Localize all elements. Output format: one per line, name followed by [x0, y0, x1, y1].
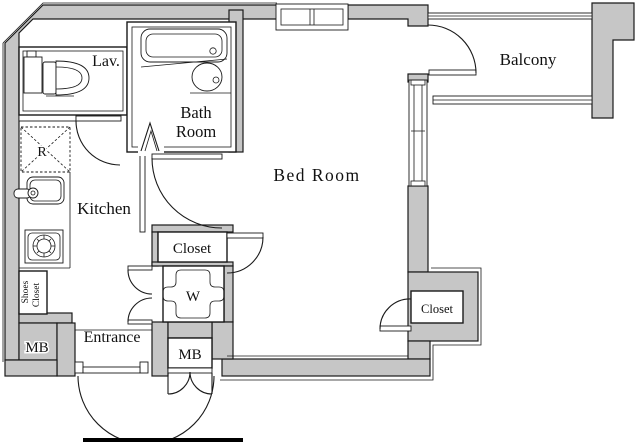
meter-box: MB [167, 337, 213, 395]
washer-pan-icon [162, 269, 225, 319]
shoes-closet-box [18, 270, 48, 315]
bedroom-top-window [275, 3, 349, 31]
wall-lav-south [18, 114, 77, 122]
wall-mb-left-strip [151, 321, 169, 377]
mb-left-label: MB [25, 340, 48, 356]
closet-right-label: Closet [421, 302, 453, 316]
lav-door-swing-arc [75, 120, 121, 166]
bedroom-door-swing-arc [151, 157, 223, 229]
refrigerator-label: R [37, 145, 47, 160]
shoes-closet-label-1: Shoes [21, 280, 31, 303]
closet-right: Closet [379, 290, 464, 332]
lavatory-room: Lav. [18, 46, 128, 116]
meter-box-outline [167, 337, 213, 369]
bedroom-door [151, 153, 223, 229]
wall-washer-east [223, 265, 234, 323]
shoes-closet-label-2: Closet [32, 283, 42, 308]
wall-balcony-right [591, 2, 635, 119]
kitchen-label: Kitchen [77, 199, 131, 218]
entrance: Entrance MB [24, 329, 215, 442]
balcony-door-swing-arc [427, 24, 477, 74]
bedroom-side-window [408, 79, 428, 187]
wall-above-mb [167, 321, 213, 339]
closet-right-box [410, 290, 464, 324]
wall-mb-right-strip [211, 321, 234, 360]
shoes-closet: Shoes Closet [18, 270, 48, 315]
refrigerator-space-icon: R [20, 126, 71, 173]
wall-bedroom-bottom [221, 358, 431, 377]
bath-folding-door-icon [140, 121, 160, 152]
image-bottom-edge [83, 438, 243, 442]
closet-right-door-leaf [379, 325, 412, 332]
washer-label: W [186, 289, 201, 305]
bath-door-gap [138, 146, 164, 156]
entrance-step-line [74, 329, 152, 362]
toilet-icon [23, 50, 90, 97]
wall-bottom-right-step [407, 340, 431, 360]
washer-space: W [127, 265, 225, 325]
kitchen-counter-edge [19, 172, 71, 269]
wall-closet-left [151, 231, 159, 267]
entrance-frame-left [74, 361, 84, 374]
wall-entrance-left [56, 322, 76, 377]
lav-door [75, 115, 122, 166]
entrance-label: Entrance [84, 329, 141, 346]
closet-middle-label: Closet [173, 241, 212, 257]
wall-top-right [347, 4, 429, 27]
wall-kitchen-hall [139, 151, 146, 233]
lav-room-inner-line [22, 50, 124, 112]
wall-bedroom-right [407, 185, 429, 273]
bathtub-icon [140, 28, 228, 68]
bath-label-2: Room [176, 122, 217, 141]
lav-label: Lav. [92, 53, 120, 70]
entrance-sill [82, 366, 141, 374]
wall-bottom-left-cap [4, 359, 58, 377]
washbasin-icon [190, 62, 231, 94]
balcony-label: Balcony [500, 50, 557, 69]
bath-label-1: Bath [180, 103, 212, 122]
stove-icon [24, 229, 64, 264]
balcony-door-leaf [428, 69, 477, 76]
entrance-frame-right [139, 361, 149, 374]
closet-middle-door-leaf [226, 232, 264, 239]
closet-middle-door-swing-arc [226, 236, 264, 274]
kitchen: R Kitchen [13, 115, 131, 269]
bedroom-label: Bed Room [273, 165, 360, 185]
exterior-outline-lines [2, 2, 482, 381]
bath-room-inner-line [131, 26, 232, 148]
outline-top-left [2, 2, 277, 44]
balcony: Balcony [427, 12, 593, 105]
bath-room: Bath Room [126, 21, 237, 156]
lav-door-leaf [75, 115, 122, 122]
closet-middle-box [157, 231, 228, 263]
bedroom: Bed Room [151, 153, 408, 357]
meter-box-double-doors [167, 371, 213, 395]
closet-right-door-swing-arc [379, 298, 412, 330]
kitchen-sink-icon [13, 176, 65, 205]
outline-bottom-right [220, 267, 482, 381]
bedroom-door-leaf [151, 153, 223, 160]
entrance-door-swing-arc [77, 375, 215, 442]
meter-box-label: MB [178, 347, 201, 363]
balcony-door [427, 24, 477, 76]
closet-middle: Closet [157, 231, 264, 274]
washer-double-doors [127, 265, 153, 325]
